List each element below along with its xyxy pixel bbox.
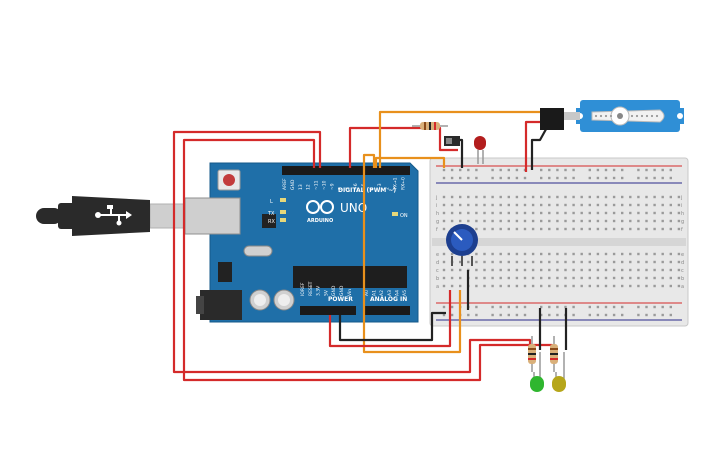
- power-label: POWER: [328, 296, 353, 303]
- power-pin-label: 5V: [323, 289, 329, 296]
- wire-black-servo: [530, 121, 551, 170]
- analog-pin-label: A3: [387, 290, 393, 296]
- digital-pin-label: 13: [298, 184, 304, 190]
- digital-pin-label: 4: [369, 187, 375, 190]
- breadboard-holes: [442, 168, 681, 317]
- row-letter: i: [436, 203, 437, 209]
- row-letter: a: [681, 284, 684, 290]
- wire-red-power: [348, 126, 458, 168]
- digital-pin-label: ~3: [377, 183, 383, 190]
- arduino-uno-board[interactable]: L TX RX ON DIGITAL (PWM ~) POWER ANALOG …: [184, 162, 419, 323]
- row-letter: b: [436, 276, 439, 282]
- power-header: [300, 306, 356, 315]
- analog-header: [364, 306, 410, 315]
- row-letter: g: [436, 219, 439, 225]
- digital-pin-label: 12: [306, 184, 312, 190]
- resistor-yellow-led[interactable]: [550, 336, 558, 372]
- l-label: L: [270, 199, 273, 205]
- row-letter: c: [436, 268, 439, 274]
- usb-jack: [184, 197, 241, 235]
- row-letter: a: [436, 284, 439, 290]
- row-letter: g: [681, 219, 684, 225]
- wire-red-gnd-rail: [328, 290, 452, 348]
- row-letter: h: [436, 211, 439, 217]
- digital-pin-label: GND: [290, 179, 296, 190]
- dc-jack: [200, 290, 242, 320]
- tx-label: TX: [267, 211, 275, 217]
- digital-pin-label: 8: [337, 187, 343, 190]
- row-letter: h: [681, 211, 684, 217]
- analog-pin-label: A0: [364, 290, 370, 296]
- row-letter: e: [681, 252, 684, 258]
- row-letter: e: [436, 252, 439, 258]
- wire-orange-analog: [362, 153, 462, 354]
- wire-red-loop-outer: [172, 130, 532, 374]
- wire-black-gnd: [338, 311, 446, 342]
- resistor-green-led[interactable]: [528, 336, 536, 372]
- power-pin-label: 3.3V: [316, 285, 322, 296]
- analog-pin-label: A1: [372, 290, 378, 296]
- row-letter: f: [681, 227, 683, 233]
- rx-label: RX: [268, 219, 275, 225]
- digital-pin-label: 7: [345, 187, 351, 190]
- digital-pin-label: ~6: [353, 183, 359, 190]
- digital-pin-label: TX→1: [393, 177, 399, 191]
- power-pin-label: GND: [331, 285, 337, 296]
- model-label: UNO: [340, 201, 367, 215]
- analog-pin-label: A2: [379, 290, 385, 296]
- power-pin-label: IOREF: [300, 282, 306, 296]
- power-pin-label: Vin: [347, 289, 353, 296]
- on-label: ON: [400, 213, 408, 219]
- power-pin-label: RESET: [308, 281, 314, 296]
- brand-label: ARDUINO: [307, 218, 333, 224]
- red-led[interactable]: [474, 136, 486, 164]
- digital-pin-label: 2: [385, 187, 391, 190]
- usb-icon: [95, 205, 132, 226]
- row-letter: b: [681, 276, 684, 282]
- slide-switch[interactable]: [444, 136, 460, 146]
- green-led[interactable]: [530, 352, 544, 392]
- servo-motor[interactable]: [540, 100, 684, 132]
- analog-pin-label: A4: [394, 290, 400, 296]
- digital-pin-label: RX←0: [401, 177, 407, 190]
- wire-orange-pot: [374, 156, 446, 168]
- power-pin-label: GND: [339, 285, 345, 296]
- analog-label: ANALOG IN: [370, 296, 407, 303]
- row-letter: j: [435, 195, 437, 201]
- row-letter: i: [681, 203, 682, 209]
- digital-pin-label: AREF: [282, 178, 288, 190]
- wire-red-servo: [524, 120, 544, 172]
- analog-pin-label: A5: [402, 290, 408, 296]
- yellow-led[interactable]: [552, 352, 566, 392]
- digital-pin-label: ~10: [322, 180, 328, 190]
- row-letter: c: [681, 268, 684, 274]
- arduino-infinity-icon: [306, 200, 334, 214]
- digital-header: [282, 166, 410, 175]
- atmega-chip: [293, 266, 407, 288]
- digital-label: DIGITAL (PWM ~): [338, 187, 396, 194]
- resistor-top[interactable]: [412, 122, 448, 130]
- potentiometer[interactable]: [446, 224, 478, 266]
- digital-pin-label: ~11: [314, 180, 320, 190]
- row-letter: d: [436, 260, 439, 266]
- row-letter: d: [681, 260, 684, 266]
- digital-pin-label: ~9: [329, 183, 335, 190]
- row-letter: f: [436, 227, 438, 233]
- row-letter: j: [680, 195, 682, 201]
- crystal: [243, 245, 273, 257]
